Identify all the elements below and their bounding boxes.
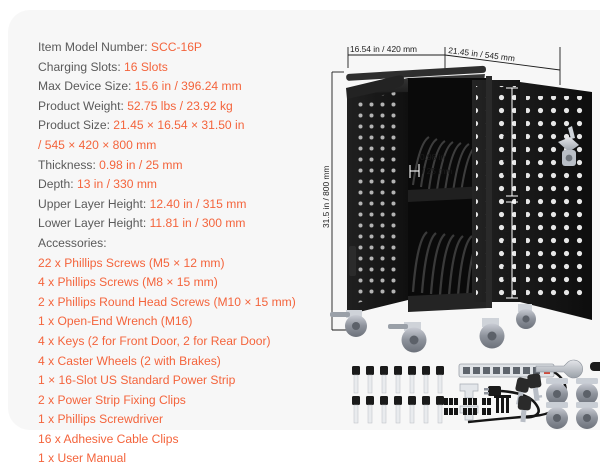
accessory-item: 4 x Keys (2 for Front Door, 2 for Rear D…: [38, 333, 271, 348]
caster-wheel-icon: [576, 402, 598, 429]
charging-cart-illustration: 0.98 in / 25 mm: [330, 65, 592, 353]
spec-value: 12.40 in / 315 mm: [149, 196, 247, 211]
screw-icon: [366, 396, 374, 424]
spec-value: 15.6 in / 396.24 mm: [134, 79, 242, 94]
spec-row: Max Device Size: 15.6 in / 396.24 mm: [38, 77, 338, 97]
spec-row: Lower Layer Height: 11.81 in / 300 mm: [38, 214, 338, 234]
caster-wheel-icon: [576, 378, 598, 405]
screw-icon: [380, 396, 388, 424]
top-dimension-group: [347, 47, 561, 85]
cart-slot-dividers: [411, 136, 478, 194]
accessories-heading: Accessories:: [38, 234, 338, 254]
screw-icon: [436, 396, 444, 424]
spec-row: Item Model Number: SCC-16P: [38, 38, 338, 58]
accessory-item: 1 × 16-Slot US Standard Power Strip: [38, 373, 236, 388]
spec-value: 11.81 in / 300 mm: [149, 216, 246, 231]
spec-label: Item Model Number:: [38, 40, 151, 54]
cart-slot-dividers-lower: [411, 231, 482, 298]
cart-push-handle: [346, 75, 404, 99]
spec-row: Product Weight: 52.75 lbs / 23.92 kg: [38, 97, 338, 117]
accessory-item: 2 x Phillips Round Head Screws (M10 × 15…: [38, 294, 296, 309]
thickness-value-line1: 0.98 in: [420, 152, 445, 162]
cart-top-rail: [346, 65, 486, 81]
dimension-top-left: 16.54 in / 420 mm: [350, 44, 417, 54]
spec-label: Upper Layer Height:: [38, 196, 150, 211]
accessory-item: 4 x Phillips Screws (M8 × 15 mm): [38, 275, 218, 290]
caster-wheel: [479, 318, 505, 349]
spec-value: / 545 × 420 × 800 mm: [38, 137, 157, 152]
screw-icon: [436, 366, 444, 394]
caster-wheel: [516, 304, 536, 329]
cart-front-frame: [486, 76, 492, 308]
cart-middle-shelf: [408, 186, 486, 202]
screw-icon: [408, 396, 416, 424]
spec-label: Charging Slots:: [38, 59, 125, 74]
accessories-illustrations: [352, 359, 600, 429]
screw-icon: [394, 366, 402, 394]
screw-icon: [408, 366, 416, 394]
accessory-item: 4 x Caster Wheels (2 with Brakes): [38, 353, 221, 368]
dimension-right-upper: 12.40 in / 315 mm: [501, 109, 511, 176]
accessory-item: 1 x User Manual: [38, 451, 127, 466]
accessory-item: 22 x Phillips Screws (M5 × 12 mm): [38, 255, 225, 270]
screw-icon: [394, 396, 402, 424]
caster-wheel: [388, 322, 427, 353]
spec-row: Thickness: 0.98 in / 25 mm: [38, 156, 338, 176]
screw-icon: [422, 366, 430, 394]
spec-value: 21.45 × 16.54 × 31.50 in: [113, 118, 245, 133]
caster-wheel-icon: [546, 378, 568, 405]
cart-left-perforation: [353, 90, 402, 304]
spec-value: SCC-16P: [150, 40, 203, 54]
accessory-item: 16 x Adhesive Cable Clips: [38, 431, 179, 446]
accessory-item: 1 x Phillips Screwdriver: [38, 412, 164, 427]
screw-icon: [352, 366, 360, 394]
accessory-keys: [515, 373, 543, 423]
spec-value: 13 in / 330 mm: [77, 177, 157, 192]
cart-caster-wheels: [330, 304, 536, 353]
spec-value: 16 Slots: [124, 59, 168, 74]
spec-label: Accessories:: [38, 235, 107, 250]
accessory-wrench: [535, 359, 583, 379]
cart-side-handle: [349, 246, 356, 276]
spec-row: Depth: 13 in / 330 mm: [38, 175, 338, 195]
spec-row-continuation: / 545 × 420 × 800 mm: [38, 136, 338, 156]
caster-wheel: [330, 310, 367, 337]
spec-label: Max Device Size:: [38, 79, 135, 94]
spec-label: Depth:: [38, 177, 77, 192]
spec-label: Lower Layer Height:: [38, 216, 150, 231]
spec-label: Product Weight:: [38, 98, 128, 113]
screw-icon: [422, 396, 430, 424]
dimension-right-lower: 11.81 in / 300 mm: [501, 219, 511, 285]
accessory-caster-wheels: [546, 378, 598, 429]
specification-list: Item Model Number: SCC-16P Charging Slot…: [38, 38, 338, 469]
spec-row: Charging Slots: 16 Slots: [38, 58, 338, 78]
accessory-screws-grid: [352, 366, 444, 424]
thickness-value-line2: / 25 mm: [422, 166, 452, 176]
dimension-left-vertical: 31.5 in / 800 mm: [321, 166, 331, 228]
thickness-callout: 0.98 in / 25 mm: [409, 152, 452, 178]
right-dimension-group: [506, 87, 518, 299]
product-diagram: 16.54 in / 420 mm 21.45 in / 545 mm 31.5…: [300, 0, 600, 450]
dimension-top-right: 21.45 in / 545 mm: [448, 45, 516, 63]
spec-row: Product Size: 21.45 × 16.54 × 31.50 in: [38, 116, 338, 136]
cart-bottom-shelf: [408, 292, 488, 312]
accessory-item: 2 x Power Strip Fixing Clips: [38, 392, 186, 407]
caster-wheel-icon: [546, 402, 568, 429]
door-lock-handle: [558, 126, 579, 166]
cart-rear-perforation: [476, 86, 516, 296]
spec-label: Product Size:: [38, 118, 114, 133]
screw-icon: [352, 396, 360, 424]
spec-value: 52.75 lbs / 23.92 kg: [127, 98, 233, 113]
cart-door-perforation: [526, 96, 586, 302]
screw-icon: [380, 366, 388, 394]
accessory-cable-clips: [444, 395, 511, 415]
screw-icon: [366, 366, 374, 394]
spec-value: 0.98 in / 25 mm: [99, 157, 183, 172]
accessory-screwdriver: [590, 362, 600, 371]
accessory-item: 1 x Open-End Wrench (M16): [38, 314, 193, 329]
spec-row: Upper Layer Height: 12.40 in / 315 mm: [38, 195, 338, 215]
spec-label: Thickness:: [38, 157, 100, 172]
